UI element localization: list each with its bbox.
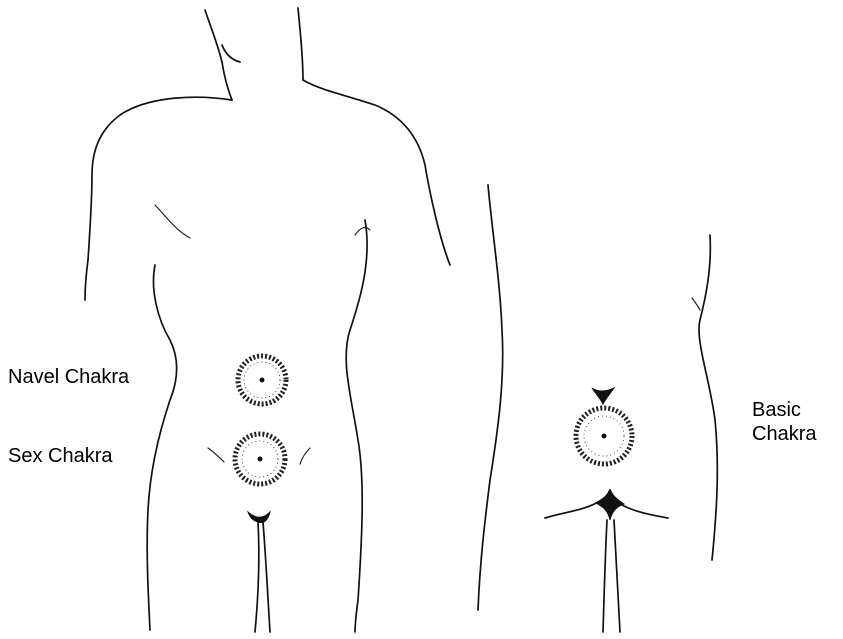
front-torso [85, 8, 450, 632]
basic-chakra-label-line1: Basic [752, 398, 816, 422]
basic-chakra-label: Basic Chakra [752, 398, 816, 446]
navel-chakra-label: Navel Chakra [8, 365, 129, 389]
sex-chakra-symbol [235, 434, 285, 484]
basic-chakra-label-line2: Chakra [752, 422, 816, 446]
basic-chakra-symbol [576, 408, 632, 464]
sex-chakra-label: Sex Chakra [8, 444, 113, 468]
navel-chakra-symbol [238, 356, 286, 404]
